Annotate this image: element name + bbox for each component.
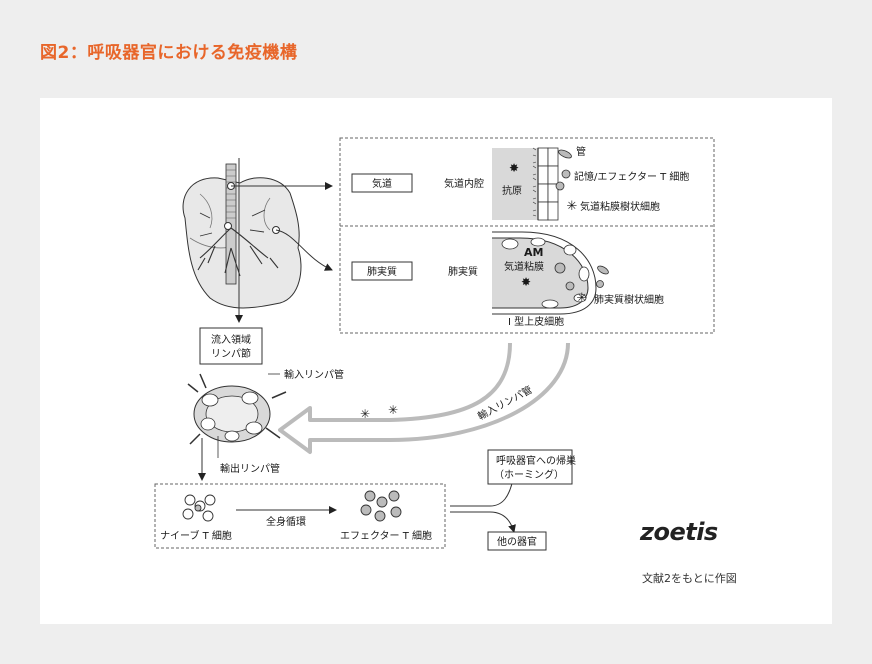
afferent-lymph-arrow [278, 342, 570, 454]
dendritic-cell-icon-2: ✳ [577, 291, 588, 306]
dc-migrating-2: ✳ [388, 403, 398, 417]
airway-epithelium [492, 147, 559, 221]
draining-ln-line1: 流入領域 [211, 333, 251, 346]
parenchyma-box [351, 261, 413, 281]
homing-box [487, 449, 573, 485]
other-organs-arrow [450, 511, 516, 533]
draining-lymph-node-box [199, 327, 263, 365]
diagram-canvas: 気道 気道内腔 ✸ 抗原 管 記憶/エフェクター T 細胞 ✳ 気道粘膜樹状細胞… [154, 137, 715, 551]
homing-line2: （ホーミング） [494, 468, 564, 481]
lung-illustration [182, 163, 302, 309]
duct-label: 管 [576, 145, 586, 158]
antigen-star-2: ✸ [521, 275, 531, 289]
alveolus [492, 231, 597, 315]
memory-effector-label: 記憶/エフェクター T 細胞 [574, 170, 689, 183]
type1-epithelial-label: Ⅰ 型上皮細胞 [508, 315, 564, 328]
antigen-label: 抗原 [502, 184, 522, 197]
am-label: AM [524, 246, 543, 259]
figure-title: 図2：呼吸器官における免疫機構 [40, 43, 298, 63]
diagram-panel: 気道 気道内腔 ✸ 抗原 管 記憶/エフェクター T 細胞 ✳ 気道粘膜樹状細胞… [40, 98, 832, 624]
antigen-star: ✸ [509, 161, 519, 175]
homing-line1: 呼吸器官への帰巣 [496, 454, 576, 467]
naive-t-label: ナイーブ T 細胞 [160, 529, 232, 542]
other-organs-label: 他の器官 [497, 535, 537, 548]
parenchyma-box-label: 肺実質 [367, 265, 397, 278]
t-cell-frame [154, 483, 446, 549]
lung-detail-frame [339, 137, 715, 334]
afferent-lymph-label: 輸入リンパ管 [284, 368, 344, 381]
dendritic-cell-icon: ✳ [567, 199, 578, 214]
lung-parenchymal-dc-label: 肺実質樹状細胞 [594, 293, 664, 306]
dc-migrating-1: ✳ [360, 407, 370, 421]
other-organs-box [487, 531, 547, 551]
parenchyma-connector [275, 229, 333, 271]
airway-mucosa-label: 気道粘膜 [504, 260, 544, 273]
efferent-lymph-label: 輸出リンパ管 [220, 462, 280, 475]
airway-mucosal-dc-label: 気道粘膜樹状細胞 [580, 200, 660, 213]
effector-t-cells [360, 490, 402, 522]
airway-box [351, 173, 413, 193]
source-note: 文献2をもとに作図 [642, 572, 737, 585]
parenchyma-region-label: 肺実質 [448, 265, 478, 278]
lymph-node-illustration [187, 373, 287, 445]
zoetis-logo: zoetis [640, 518, 718, 546]
airway-box-label: 気道 [372, 177, 392, 190]
naive-t-cells [182, 494, 216, 522]
effector-t-label: エフェクター T 細胞 [340, 529, 432, 542]
airway-lumen-label: 気道内腔 [444, 177, 484, 190]
systemic-circulation-label: 全身循環 [266, 515, 306, 528]
draining-ln-line2: リンパ節 [211, 347, 251, 360]
